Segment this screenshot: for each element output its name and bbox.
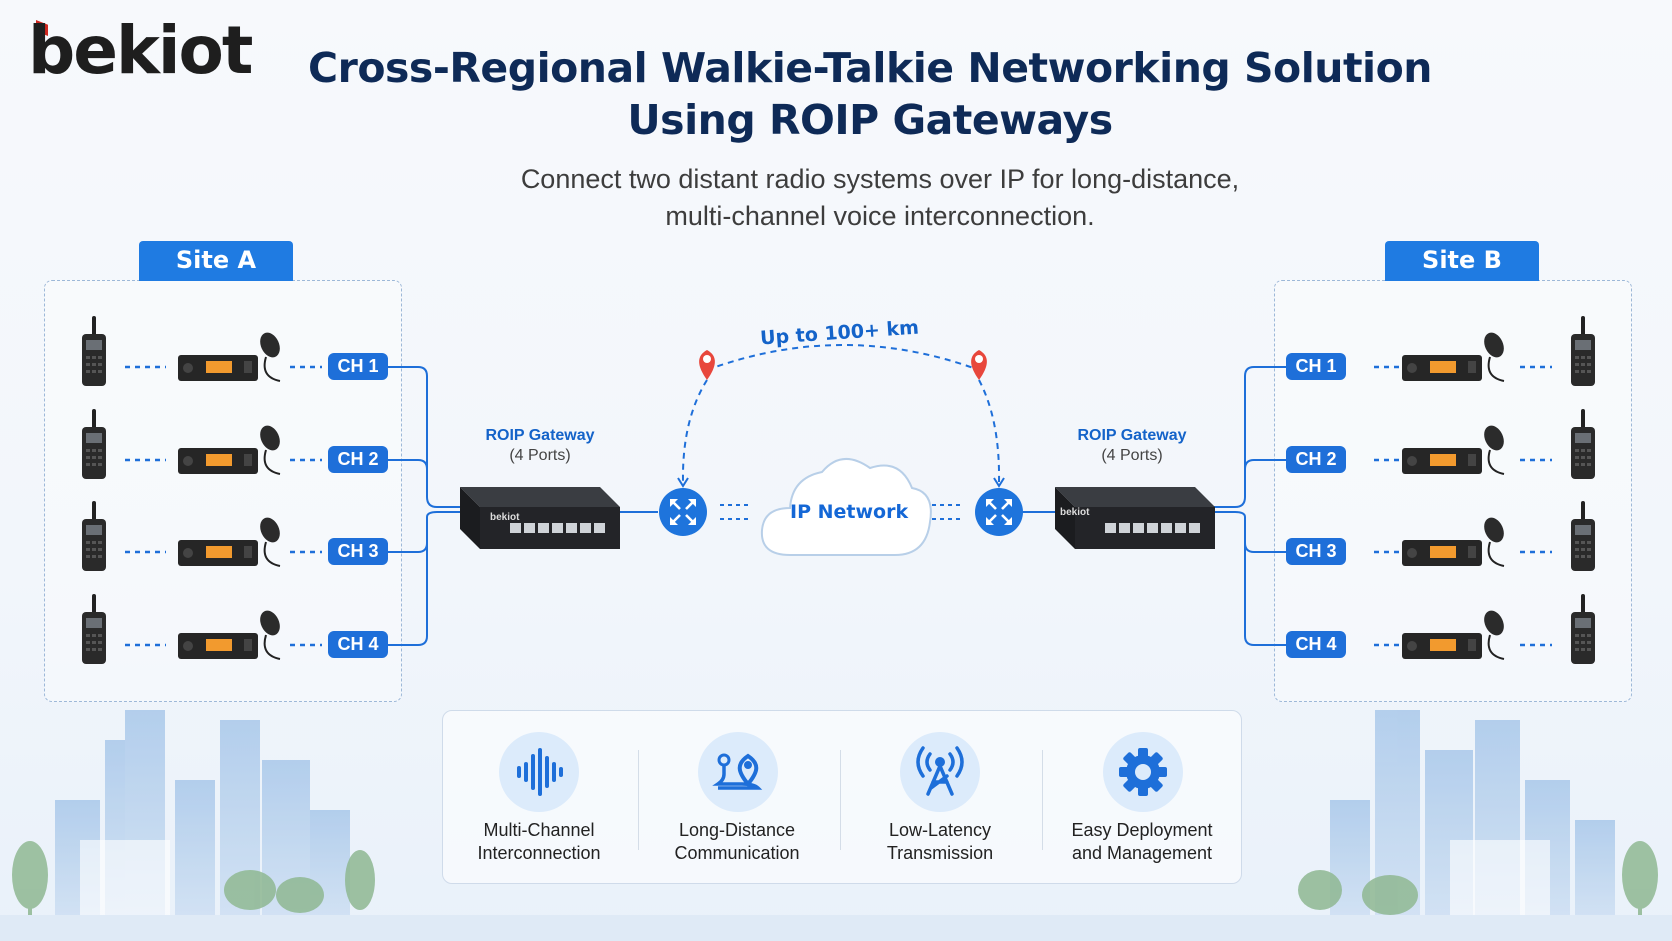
site-b-ch2-badge: CH 2 xyxy=(1286,446,1346,473)
feature-low-latency: Low-Latency Transmission xyxy=(845,819,1035,865)
feature-icon-circle xyxy=(698,732,778,812)
sound-wave-icon xyxy=(517,748,563,796)
site-a-ch4-badge: CH 4 xyxy=(328,631,388,658)
gateway-device-a-icon xyxy=(460,487,620,549)
subtitle-line-1: Connect two distant radio systems over I… xyxy=(520,164,1240,194)
gateway-a-brand: bekiot xyxy=(490,512,520,523)
mobile-radio-icon xyxy=(1401,513,1509,567)
gateway-b-title: ROIP Gateway xyxy=(1077,427,1187,444)
site-a-devices xyxy=(82,316,285,664)
feature-line: Interconnection xyxy=(477,843,601,863)
feature-line: and Management xyxy=(1071,843,1213,863)
feature-line: Low-Latency xyxy=(888,820,992,840)
handheld-radio-icon xyxy=(1571,594,1595,664)
site-b-ch3-badge: CH 3 xyxy=(1286,538,1346,565)
feature-long-distance: Long-Distance Communication xyxy=(642,819,832,865)
gateway-b-brand: bekiot xyxy=(1060,507,1090,518)
site-b-ch1-badge: CH 1 xyxy=(1286,353,1346,380)
router-a-icon xyxy=(657,486,709,538)
feature-icon-circle xyxy=(1103,732,1183,812)
handheld-radio-icon xyxy=(1571,501,1595,571)
feature-multi-channel: Multi-Channel Interconnection xyxy=(444,819,634,865)
feature-divider xyxy=(840,750,841,850)
gear-icon xyxy=(1119,748,1167,796)
site-b-devices xyxy=(1401,316,1595,664)
site-a-ch3-badge: CH 3 xyxy=(328,538,388,565)
gateway-b-label: ROIP Gateway (4 Ports) xyxy=(1042,426,1222,466)
title-line-2: Using ROIP Gateways xyxy=(627,96,1113,144)
gateway-a-label: ROIP Gateway (4 Ports) xyxy=(450,426,630,466)
feature-divider xyxy=(638,750,639,850)
feature-line: Multi-Channel xyxy=(483,820,595,840)
gateway-device-b-icon xyxy=(1055,487,1215,549)
handheld-radio-icon xyxy=(1571,316,1595,386)
gateway-b-ports: (4 Ports) xyxy=(1101,447,1163,464)
logo-accent-mark xyxy=(36,20,48,36)
features-panel xyxy=(442,710,1242,884)
radio-tower-icon xyxy=(916,746,964,796)
router-b-icon xyxy=(973,486,1025,538)
feature-line: Transmission xyxy=(886,843,994,863)
location-pin-icon xyxy=(971,350,987,380)
brand-logo: bekiot xyxy=(28,12,253,89)
site-a-tab: Site A xyxy=(139,241,293,281)
site-a-ch1-badge: CH 1 xyxy=(328,353,388,380)
mobile-radio-icon xyxy=(177,513,285,567)
cloud-icon xyxy=(760,458,932,556)
mobile-radio-icon xyxy=(177,421,285,475)
feature-line: Communication xyxy=(674,843,800,863)
mobile-radio-icon xyxy=(177,328,285,382)
gateway-a-ports: (4 Ports) xyxy=(509,447,571,464)
feature-icon-circle xyxy=(900,732,980,812)
feature-easy-deployment: Easy Deployment and Management xyxy=(1047,819,1237,865)
handheld-radio-icon xyxy=(82,501,106,571)
mobile-radio-icon xyxy=(177,606,285,660)
site-a-ch2-badge: CH 2 xyxy=(328,446,388,473)
title-line-1: Cross-Regional Walkie-Talkie Networking … xyxy=(308,44,1432,92)
map-pin-route-icon xyxy=(712,753,763,790)
feature-line: Long-Distance xyxy=(678,820,796,840)
feature-divider xyxy=(1042,750,1043,850)
handheld-radio-icon xyxy=(82,594,106,664)
handheld-radio-icon xyxy=(82,316,106,386)
page-title: Cross-Regional Walkie-Talkie Networking … xyxy=(250,42,1490,146)
city-skyline-background xyxy=(0,710,1672,941)
site-b-tab: Site B xyxy=(1385,241,1539,281)
gateway-a-title: ROIP Gateway xyxy=(485,427,595,444)
feature-line: Easy Deployment xyxy=(1071,820,1213,840)
mobile-radio-icon xyxy=(1401,606,1509,660)
mobile-radio-icon xyxy=(1401,421,1509,475)
feature-icon-circle xyxy=(499,732,579,812)
page-subtitle: Connect two distant radio systems over I… xyxy=(380,161,1380,235)
mobile-radio-icon xyxy=(1401,328,1509,382)
handheld-radio-icon xyxy=(82,409,106,479)
handheld-radio-icon xyxy=(1571,409,1595,479)
location-pin-icon xyxy=(699,350,715,380)
site-b-ch4-badge: CH 4 xyxy=(1286,631,1346,658)
subtitle-line-2: multi-channel voice interconnection. xyxy=(665,201,1095,231)
ip-network-label: IP Network xyxy=(790,501,909,523)
